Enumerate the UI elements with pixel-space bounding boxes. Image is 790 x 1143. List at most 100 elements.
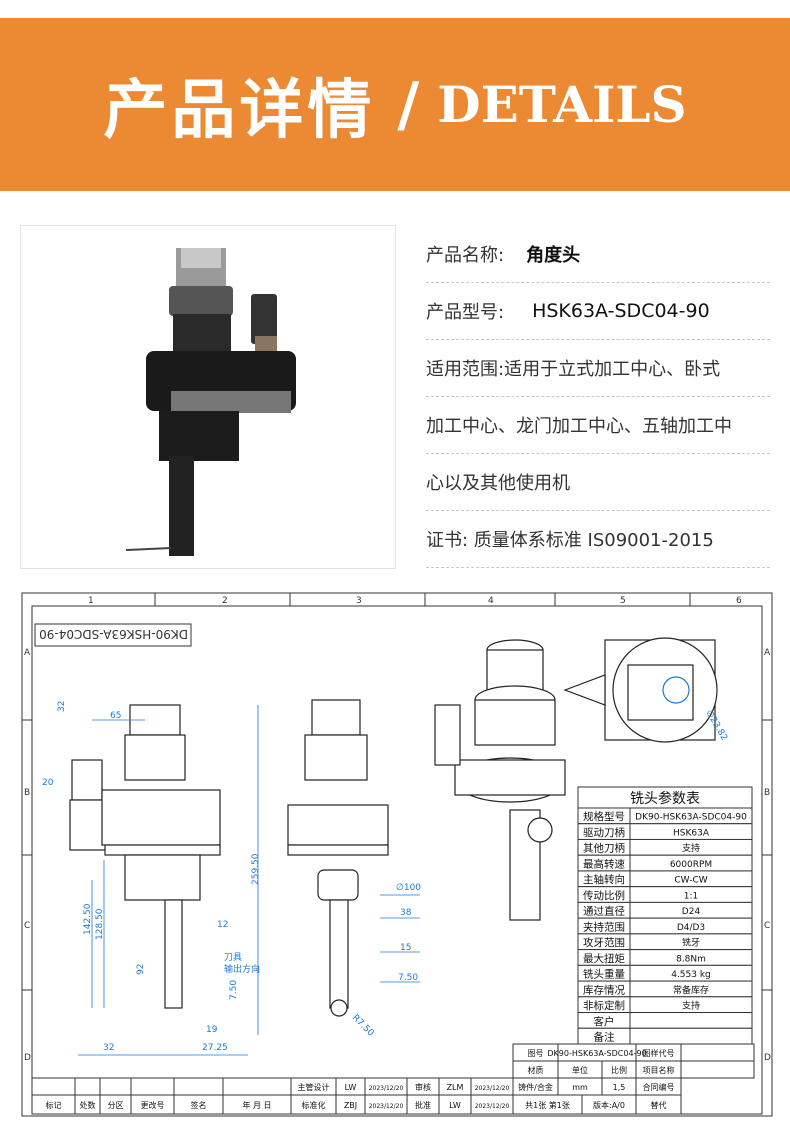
row-label: B	[764, 788, 770, 798]
title-block-text: 铸件/合金	[518, 1082, 553, 1092]
title-block-text: 2023/12/20	[475, 1103, 510, 1110]
dim: 128.50	[95, 908, 105, 940]
title-block-text: 标准化	[302, 1100, 326, 1110]
param-value-cell	[629, 1027, 753, 1045]
param-label: 其他刀柄	[583, 842, 625, 855]
param-label: 攻牙范围	[583, 936, 625, 949]
param-value: 1:1	[684, 891, 698, 901]
dim: 19	[206, 1025, 218, 1035]
dim: 15	[400, 943, 411, 953]
dim: R7.50	[350, 1013, 376, 1039]
title-block-text: DK90-HSK63A-SDC04-90	[547, 1049, 646, 1058]
model-value: HSK63A-SDC04-90	[532, 300, 710, 322]
row-label: A	[764, 648, 771, 658]
dim: ∅100	[396, 883, 421, 893]
title-block-text: 处数	[80, 1100, 96, 1110]
title-block-text: 图样代号	[643, 1048, 675, 1058]
param-value: 支持	[682, 842, 700, 854]
param-value: HSK63A	[673, 828, 710, 838]
param-value: D4/D3	[677, 923, 705, 933]
scope-line-3: 心以及其他使用机	[426, 473, 570, 494]
param-value-cell	[629, 1012, 753, 1029]
banner-separator: /	[397, 69, 420, 140]
param-value: 铣牙	[682, 937, 700, 949]
col-label: 6	[736, 596, 742, 606]
row-label: D	[24, 1053, 31, 1063]
title-block-text: 2023/12/20	[369, 1085, 404, 1092]
param-label: 最大扭矩	[583, 952, 625, 965]
title-block-text: 审核	[415, 1082, 431, 1092]
top-view	[563, 637, 718, 743]
title-block-text: 标记	[46, 1100, 62, 1110]
param-value: CW-CW	[674, 876, 707, 886]
title-block-text: 共1张 第1张	[525, 1100, 570, 1110]
param-label: 传动比例	[583, 889, 625, 902]
cert-text: 证书: 质量体系标准 IS09001-2015	[426, 530, 714, 551]
dim: 32	[103, 1043, 114, 1053]
param-label: 非标定制	[583, 999, 625, 1012]
title-block-text: 材质	[528, 1065, 544, 1075]
dim: 12	[217, 920, 228, 930]
title-block-text: 签名	[191, 1100, 207, 1110]
angle-head-image	[125, 248, 296, 556]
drawing-title-tag: DK90-HSK63A-SDC04-90	[39, 627, 188, 641]
title-block-text: ZBJ	[344, 1101, 357, 1110]
dim: 7.50	[398, 973, 418, 983]
name-value: 角度头	[526, 245, 581, 266]
title-block-text: 2023/12/20	[475, 1085, 510, 1092]
dim: 20	[42, 778, 54, 788]
param-value: D24	[682, 907, 701, 917]
info-row-scope-1: 适用范围:适用于立式加工中心、卧式	[426, 340, 770, 397]
title-block-cell	[680, 1060, 755, 1079]
model-label: 产品型号:	[426, 302, 505, 323]
title-block-text: 1,5	[613, 1083, 626, 1092]
title-block-text: 项目名称	[643, 1065, 675, 1075]
param-label: 库存情况	[583, 983, 625, 996]
col-label: 3	[356, 596, 362, 606]
dim: 92	[136, 964, 146, 975]
col-label: 1	[88, 596, 94, 606]
row-label: A	[24, 648, 31, 658]
details-banner: 产品详情 / DETAILS	[0, 18, 790, 191]
title-block-text: 更改号	[141, 1100, 165, 1110]
title-block-text: 年 月 日	[242, 1100, 271, 1110]
product-photo	[20, 225, 396, 569]
title-block-text: mm	[572, 1083, 588, 1092]
param-label: 规格型号	[583, 810, 625, 823]
title-block-text: 版本:A/0	[593, 1100, 625, 1110]
param-value: 4.553 kg	[671, 970, 711, 980]
info-row-scope-3: 心以及其他使用机	[426, 454, 770, 511]
title-block-text: ZLM	[447, 1083, 464, 1092]
param-value: DK90-HSK63A-SDC04-90	[635, 813, 747, 823]
tool-direction-1: 刀具	[224, 952, 242, 963]
dim: 259.50	[251, 853, 261, 885]
banner-title-en: DETAILS	[437, 75, 687, 134]
title-block-text: LW	[449, 1101, 461, 1110]
banner-title-cn: 产品详情	[103, 73, 376, 148]
dim: 32	[57, 701, 67, 712]
param-label: 主轴转向	[583, 873, 625, 886]
info-row-cert: 证书: 质量体系标准 IS09001-2015	[426, 511, 770, 568]
dim: 7.50	[229, 980, 239, 1000]
param-value: 6000RPM	[670, 860, 712, 870]
name-label: 产品名称:	[426, 245, 505, 266]
title-block-text: 图号	[528, 1049, 544, 1058]
title-block-text: 分区	[108, 1101, 124, 1110]
title-block-text: 2023/12/20	[369, 1103, 404, 1110]
tool-direction-2: 输出方向	[224, 963, 260, 975]
title-block-text: LW	[345, 1083, 357, 1092]
info-row-scope-2: 加工中心、龙门加工中心、五轴加工中	[426, 397, 770, 454]
title-block-text: 替代	[651, 1100, 667, 1110]
col-label: 2	[222, 596, 228, 606]
param-value: 8.8Nm	[676, 954, 706, 964]
dim: 27.25	[202, 1043, 228, 1053]
row-label: B	[24, 788, 30, 798]
scope-line-2: 加工中心、龙门加工中心、五轴加工中	[426, 416, 732, 437]
title-block-text: 主管设计	[298, 1082, 330, 1092]
front-view	[69, 704, 221, 1009]
param-value: 支持	[682, 1000, 700, 1012]
row-label: D	[764, 1053, 771, 1063]
scope-line-1: 适用范围:适用于立式加工中心、卧式	[426, 359, 721, 380]
title-block-text: 合同编号	[643, 1082, 675, 1092]
